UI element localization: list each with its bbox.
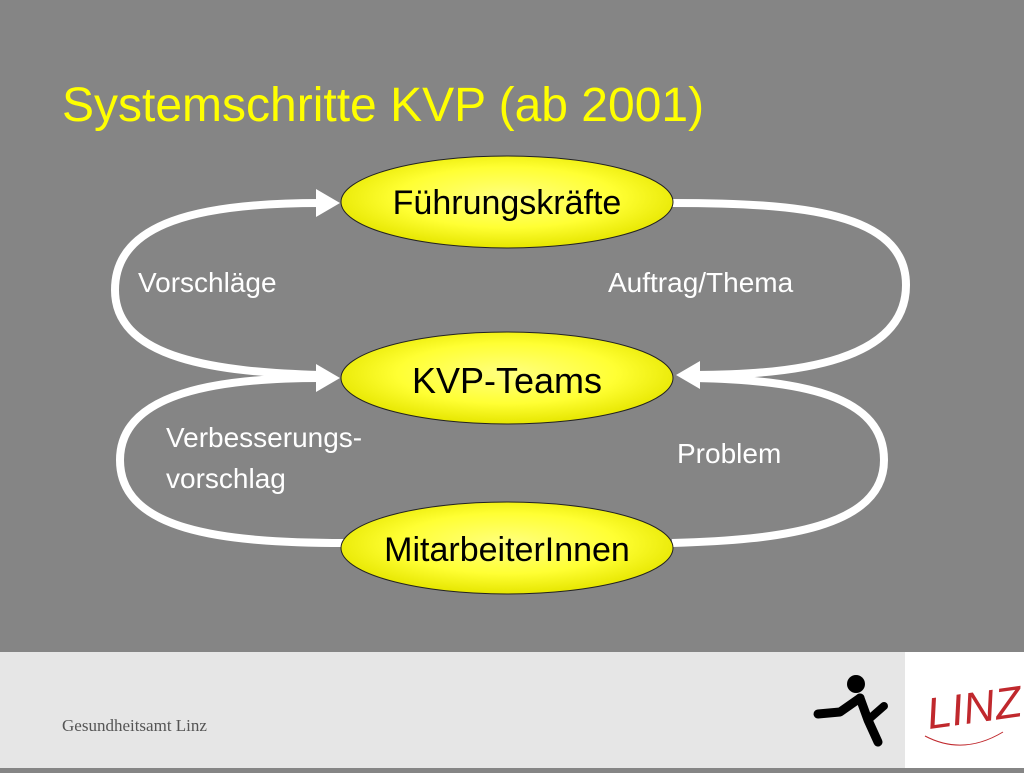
node-label-mitarbeiterinnen: MitarbeiterInnen xyxy=(384,531,630,569)
edge-label-verbesserung-line2: vorschlag xyxy=(166,463,286,494)
linz-logo-wordmark: LINZ xyxy=(924,677,1024,739)
footer-bar xyxy=(0,652,1024,768)
footer-text: Gesundheitsamt Linz xyxy=(62,716,207,735)
edge-label-problem: Problem xyxy=(677,438,782,469)
arrowhead-vorschlaege xyxy=(316,189,340,217)
arrow-auftrag xyxy=(671,199,911,379)
edge-label-auftrag: Auftrag/Thema xyxy=(608,267,794,298)
node-label-kvp-teams: KVP-Teams xyxy=(411,360,603,401)
arrow-problem xyxy=(671,374,889,547)
node-kvp-teams xyxy=(340,331,674,425)
node-label-fuehrungskraefte: Führungskräfte xyxy=(392,184,622,222)
kvp-cycle-diagram xyxy=(110,155,911,595)
node-fuehrungskraefte xyxy=(340,155,674,249)
linz-logo-graphic: LINZ xyxy=(924,677,1024,746)
linz-logo: LINZ xyxy=(905,652,1024,768)
edge-label-vorschlaege: Vorschläge xyxy=(138,267,277,298)
slide-title: Systemschritte KVP (ab 2001) xyxy=(62,79,705,132)
runner-pictogram-icon xyxy=(813,675,888,747)
arrow-vorschlaege xyxy=(110,199,321,379)
edge-label-verbesserung-line1: Verbesserungs- xyxy=(166,422,363,453)
node-mitarbeiterinnen xyxy=(340,501,674,595)
arrowhead-auftrag xyxy=(676,361,700,389)
arrowhead-verbesserung xyxy=(316,364,340,392)
arrow-verbesserung xyxy=(115,374,346,547)
